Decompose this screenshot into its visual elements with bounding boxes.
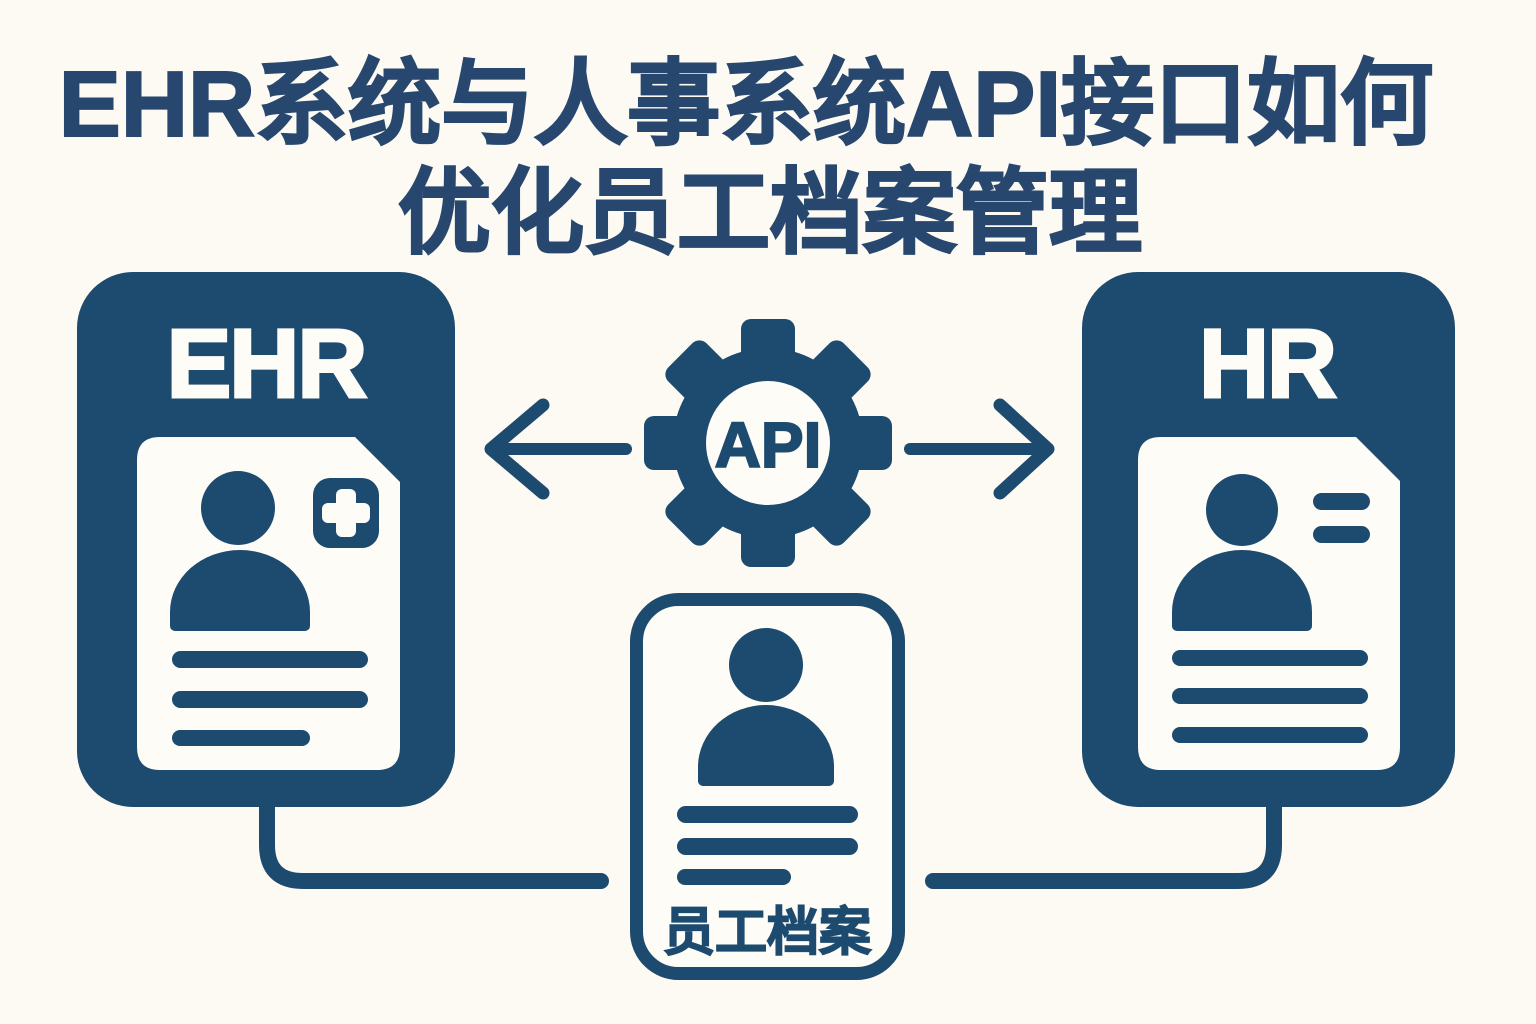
text-line [677,869,791,885]
text-lines-icon [1313,493,1370,543]
employee-record-label: 员工档案 [663,904,872,962]
text-line [172,691,368,708]
page-title-line-2: 优化员工档案管理 [398,161,1142,265]
text-line [1172,727,1368,743]
plus-icon [313,478,379,548]
person-shoulders [1172,550,1312,631]
api-gear: API [644,319,892,567]
text-line [1313,526,1370,543]
plus-horizontal-bar [322,503,370,523]
person-icon [1172,474,1312,631]
employee-record-card: 员工档案 [630,593,905,980]
person-head [1206,474,1278,546]
arrow-right-icon [904,398,1055,500]
text-lines-icon [677,806,858,885]
text-line [1172,650,1368,666]
hr-box-label: HR [1199,309,1336,418]
person-shoulders [170,550,310,631]
person-head [729,628,803,702]
text-line [1313,493,1370,510]
text-line [677,838,858,855]
api-label: API [715,409,822,481]
hr-system-box: HR [1082,272,1455,807]
connector-line-left [259,792,609,889]
text-lines-icon [172,651,368,746]
page-title-line-1: EHR系统与人事系统API接口如何 [59,52,1433,156]
person-head [201,471,275,545]
arrow-head [993,398,1055,500]
ehr-system-box: EHR [77,272,455,807]
text-line [677,806,858,823]
text-line [172,730,310,746]
person-shoulders [698,705,834,786]
text-line [1172,688,1368,704]
arrow-left-icon [484,398,632,500]
text-line [172,651,368,668]
connector-line-right [925,800,1282,889]
gear-icon [644,319,892,567]
arrow-head [484,398,550,500]
ehr-box-label: EHR [167,309,367,418]
person-icon [698,628,834,786]
text-lines-icon [1172,650,1368,743]
gear-center [706,381,830,505]
person-icon [170,471,310,631]
